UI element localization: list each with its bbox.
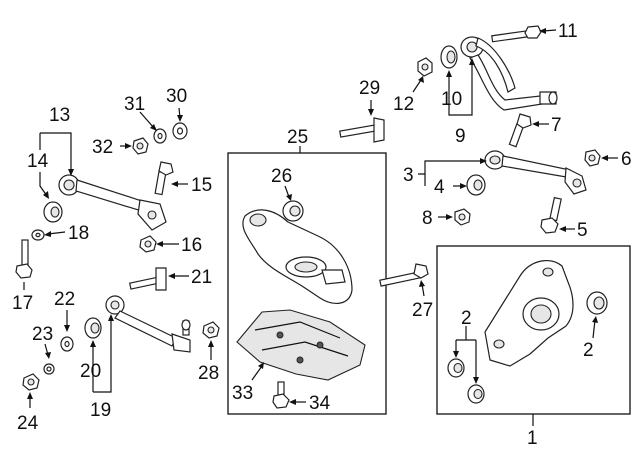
label-21: 21	[191, 267, 212, 288]
label-11: 11	[558, 21, 578, 42]
label-6: 6	[621, 149, 632, 170]
nut-16	[139, 235, 157, 253]
bolt-7	[508, 113, 532, 148]
label-26: 26	[271, 166, 292, 187]
label-9: 9	[455, 126, 466, 147]
upper-control-arm	[460, 36, 558, 111]
lateral-arm-3	[484, 150, 587, 195]
label-23: 23	[32, 324, 53, 345]
trailing-arm-13	[58, 174, 167, 231]
leader-lines	[23, 28, 618, 426]
washer-18	[31, 229, 45, 241]
label-34: 34	[309, 393, 331, 414]
label-5: 5	[577, 220, 588, 241]
label-7: 7	[551, 115, 562, 136]
label-30: 30	[166, 86, 187, 107]
label-19: 19	[90, 400, 111, 421]
bushing-4	[466, 174, 486, 196]
knuckle-1	[484, 259, 574, 367]
label-25: 25	[287, 127, 308, 148]
label-32: 32	[92, 137, 113, 158]
label-24: 24	[17, 413, 39, 434]
label-13: 13	[49, 105, 70, 126]
bushing-26	[282, 200, 304, 222]
lower-control-arm-25	[242, 209, 353, 304]
bolt-11	[491, 25, 542, 43]
label-22: 22	[54, 289, 75, 310]
bolt-21	[128, 267, 167, 291]
nut-28	[202, 321, 220, 339]
bolt-5	[540, 196, 562, 234]
label-33: 33	[232, 383, 253, 404]
label-2-left: 2	[461, 308, 472, 329]
label-14: 14	[27, 151, 49, 172]
label-17: 17	[12, 293, 33, 314]
label-8: 8	[422, 208, 433, 229]
bushing-2-lower-left	[447, 358, 465, 378]
washer-23	[43, 363, 55, 375]
washer-22	[60, 336, 74, 352]
label-29: 29	[359, 78, 380, 99]
bolt-34	[272, 381, 290, 409]
label-4: 4	[434, 177, 445, 198]
bolt-29	[339, 117, 385, 143]
nut-12	[417, 57, 433, 77]
label-18: 18	[68, 223, 89, 244]
label-31: 31	[124, 94, 145, 115]
nut-24	[22, 373, 40, 391]
bolt-17	[15, 239, 33, 279]
label-12: 12	[393, 94, 414, 115]
bolt-15	[154, 161, 174, 196]
bushing-2-lower	[467, 384, 485, 404]
label-20: 20	[80, 361, 101, 382]
part-number-labels: 11 10 9 12 7 3 4 6 8 5 29 25 26 30 31 32…	[12, 21, 632, 449]
bolt-27	[379, 263, 429, 287]
label-3: 3	[403, 165, 414, 186]
under-shield-33	[236, 309, 366, 381]
label-2-right: 2	[583, 340, 594, 361]
label-28: 28	[198, 363, 219, 384]
label-15: 15	[191, 175, 212, 196]
bushing-10	[440, 45, 458, 69]
label-27: 27	[412, 300, 433, 321]
lower-arm-19	[105, 295, 191, 353]
bushing-2-right	[586, 291, 608, 315]
bushing-20	[84, 317, 102, 339]
nut-32	[132, 137, 149, 155]
washer-31	[153, 128, 167, 144]
washer-30	[172, 122, 188, 140]
label-1: 1	[527, 428, 538, 449]
nut-6	[584, 149, 601, 167]
label-16: 16	[181, 235, 202, 256]
label-10: 10	[441, 89, 462, 110]
bushing-14	[43, 201, 63, 223]
nut-8	[454, 208, 471, 226]
